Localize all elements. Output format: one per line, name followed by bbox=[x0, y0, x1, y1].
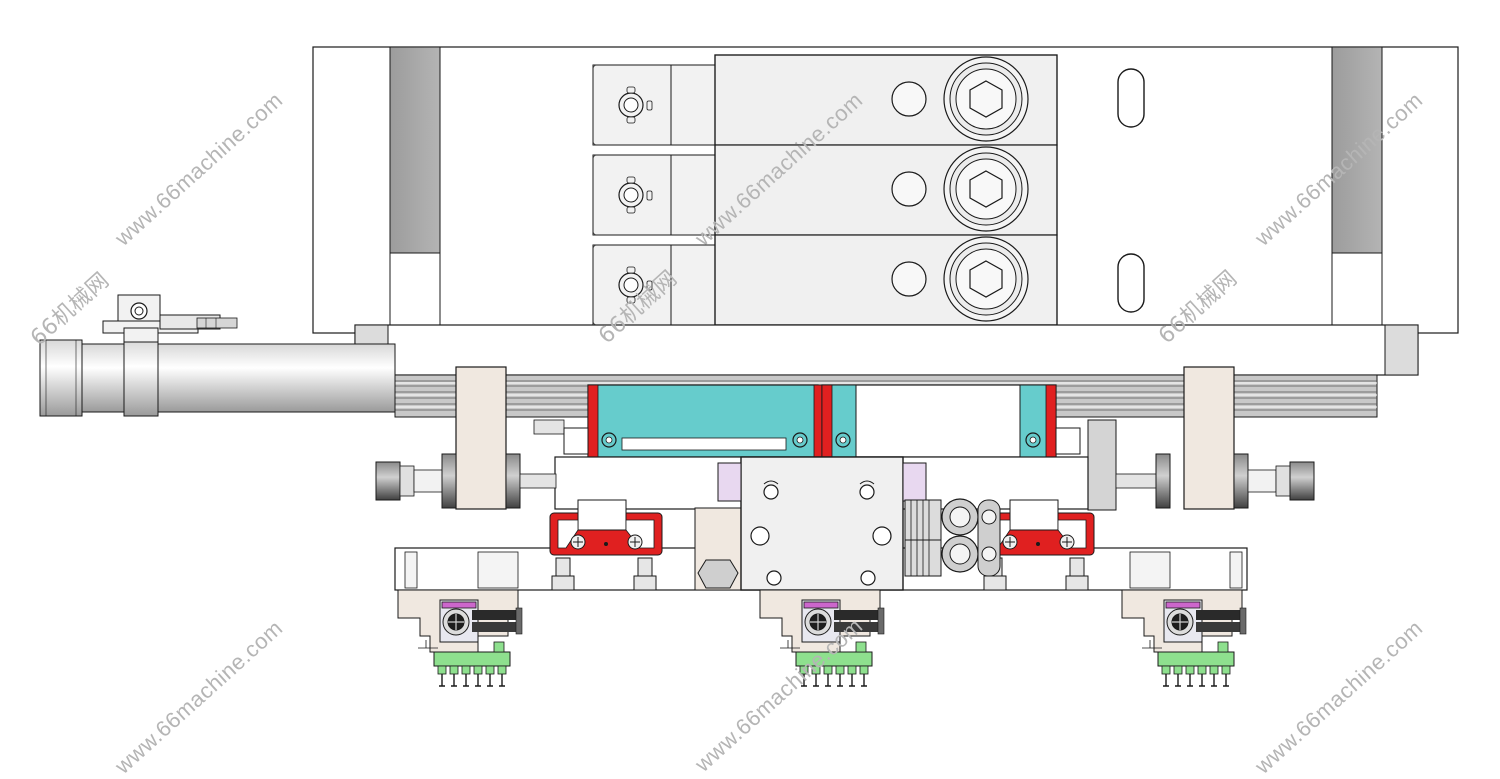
side-uprights bbox=[455, 366, 1235, 510]
suction-unit-right bbox=[1121, 589, 1247, 687]
left-buffer bbox=[375, 453, 557, 509]
slider-assembly bbox=[533, 384, 1117, 511]
air-fittings bbox=[904, 498, 1001, 577]
center-block bbox=[717, 456, 927, 591]
suction-unit-left bbox=[397, 589, 523, 687]
left-pneumatic-cylinder bbox=[39, 294, 396, 417]
right-buffer bbox=[1115, 453, 1315, 509]
carriage-bar bbox=[354, 324, 1419, 376]
